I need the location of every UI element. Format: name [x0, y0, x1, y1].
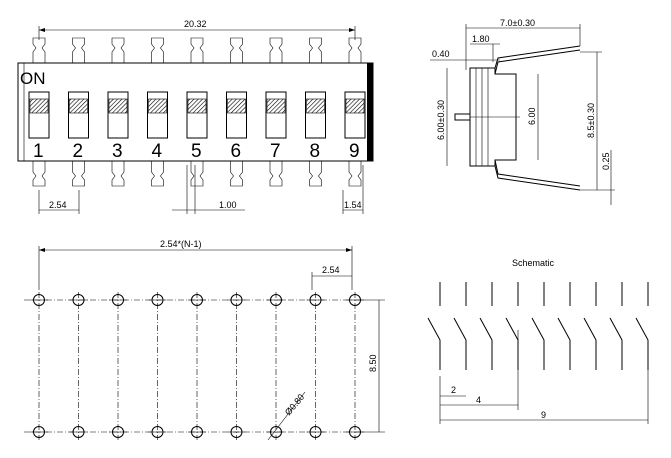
- pin-top: [269, 37, 283, 63]
- dim-slider: 1.00: [219, 200, 237, 210]
- dim-b: 4: [476, 395, 481, 405]
- switch-slider: [187, 98, 207, 114]
- pin-bottom: [111, 161, 125, 187]
- switch-window: [28, 91, 50, 139]
- dim-lead-b: 1.80: [472, 34, 490, 44]
- side-actuator: [454, 113, 471, 121]
- pin-top: [111, 37, 125, 63]
- schematic-blade: [427, 317, 441, 341]
- arrow-left: [39, 28, 45, 32]
- pin-bottom: [72, 161, 85, 187]
- dim-pin: 0.25: [601, 152, 611, 170]
- switch-number: 9: [349, 141, 360, 162]
- pin-top: [72, 37, 85, 63]
- schematic-blade: [453, 317, 467, 341]
- arrow-left: [39, 248, 45, 252]
- switch-number: 1: [33, 141, 44, 162]
- switch-window: [186, 91, 208, 139]
- schematic-view: Schematic 2 4 9: [427, 258, 649, 424]
- dim-pitch: 2.54: [322, 265, 340, 275]
- switch-window: [226, 91, 247, 139]
- lead-top-inner: [494, 49, 581, 75]
- switch-window: [68, 91, 89, 139]
- switch-slider: [69, 98, 88, 114]
- pin-top: [151, 37, 164, 63]
- pin-bottom: [230, 161, 243, 187]
- switch-window: [265, 91, 287, 139]
- dim-lead-a: 0.40: [432, 49, 450, 59]
- pin-bottom: [151, 161, 164, 187]
- pin-bottom: [309, 161, 322, 187]
- dim-pitch: 2.54: [49, 200, 67, 210]
- schematic-blade: [531, 317, 545, 341]
- switch-window: [107, 91, 129, 139]
- switch-slider: [345, 98, 365, 114]
- switch-number: 6: [231, 141, 242, 162]
- leader-hole: [267, 391, 306, 441]
- schematic-blade: [609, 317, 623, 341]
- side-body: [469, 67, 517, 167]
- top-pins: [32, 37, 362, 187]
- arrow-right: [346, 248, 352, 252]
- switch-slider: [148, 98, 167, 114]
- schematic-title: Schematic: [512, 258, 555, 268]
- pin-bottom: [348, 161, 362, 187]
- dim-span: 2.54*(N-1): [160, 239, 202, 249]
- switch-number: 4: [152, 141, 163, 162]
- switch-slider: [108, 98, 128, 114]
- switch-number: 7: [270, 141, 281, 162]
- dim-body-height: 6.00±0.30: [436, 100, 446, 140]
- switch-slider: [227, 98, 246, 114]
- schematic-blade: [557, 317, 571, 341]
- top-view: 20.32 ON 1 2 3 4 5 6 7 8 9 2.54 1.00 1.54: [17, 19, 374, 214]
- dim-row-spacing: 8.50: [368, 354, 378, 372]
- schematic-blade: [479, 317, 493, 341]
- schematic-blade: [505, 317, 519, 341]
- pin-top: [32, 37, 46, 63]
- arrow-right: [349, 28, 355, 32]
- switch-window: [147, 91, 168, 139]
- on-label: ON: [20, 69, 46, 88]
- pin-bottom: [269, 161, 283, 187]
- footprint-holes: [24, 292, 364, 440]
- switch-actuators: 1 2 3 4 5 6 7 8 9: [28, 91, 366, 162]
- dim-total-height: 8.5±0.30: [586, 103, 596, 138]
- dim-hole: Ø0.80: [283, 392, 306, 417]
- switch-number: 3: [112, 141, 123, 162]
- pin-bottom: [190, 161, 204, 187]
- dim-edge: 1.54: [344, 200, 362, 210]
- dim-a: 2: [451, 385, 456, 395]
- pin-top: [190, 37, 204, 63]
- lead-top: [494, 45, 581, 69]
- body-shade: [367, 63, 373, 161]
- pin-top: [348, 37, 362, 63]
- pin-top: [309, 37, 322, 63]
- switch-window: [344, 91, 366, 139]
- schematic-blade: [635, 317, 649, 341]
- switch-number: 8: [310, 141, 321, 162]
- switch-slider: [306, 98, 325, 114]
- switch-slider: [266, 98, 286, 114]
- footprint-view: 2.54*(N-1) 2.54 8.50 Ø0.80: [24, 239, 385, 441]
- lead-bottom: [494, 165, 581, 191]
- side-view: 7.0±0.30 0.40 1.80 6.00±0.30 6.00 8.5±0.…: [430, 18, 615, 205]
- schematic-blade: [583, 317, 597, 341]
- switch-slider: [29, 98, 49, 114]
- switch-window: [305, 91, 326, 139]
- dim-inner-height: 6.00: [527, 107, 537, 125]
- pin-bottom: [32, 161, 46, 187]
- switch-number: 5: [191, 141, 202, 162]
- dim-total-width: 20.32: [184, 19, 207, 29]
- lead-bottom-inner: [494, 159, 581, 187]
- switch-number: 2: [73, 141, 84, 162]
- dim-depth: 7.0±0.30: [500, 18, 535, 28]
- schematic-switches: [427, 282, 649, 370]
- dim-c: 9: [541, 410, 546, 420]
- pin-top: [230, 37, 243, 63]
